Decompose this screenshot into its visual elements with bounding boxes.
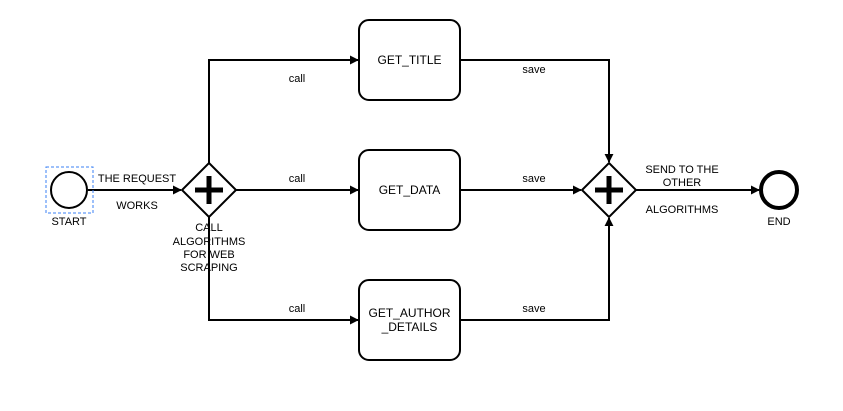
save-label-middle: save [522, 173, 545, 185]
parallel-split-gateway[interactable] [180, 161, 238, 219]
task-get-data[interactable] [358, 149, 461, 231]
request-label-line1: THE REQUEST [98, 173, 177, 185]
send-label-line3: ALGORITHMS [646, 204, 719, 216]
task-get-author-details-label-line2: _DETAILS [381, 320, 438, 334]
flow-author-to-join[interactable] [460, 217, 614, 321]
save-label-bottom: save [522, 303, 545, 315]
flow-split-to-title[interactable] [208, 55, 359, 163]
call-label-middle: call [289, 173, 306, 185]
task-get-author-details-label-line1: GET_AUTHOR [368, 306, 450, 320]
plus-icon [595, 176, 623, 204]
split-caption-line4: SCRAPING [180, 262, 237, 274]
end-label: END [767, 216, 790, 228]
end-event[interactable] [759, 170, 799, 210]
request-label-line2: WORKS [116, 200, 158, 212]
split-caption-line2: ALGORITHMS [173, 236, 246, 248]
split-caption-line3: FOR WEB [183, 249, 234, 261]
flow-split-to-author[interactable] [208, 217, 359, 325]
start-event-circle [50, 171, 88, 209]
task-get-title[interactable] [358, 19, 461, 101]
task-get-data-label: GET_DATA [379, 183, 441, 197]
call-label-bottom: call [289, 303, 306, 315]
parallel-join-gateway[interactable] [580, 161, 638, 219]
start-event-selection [45, 166, 94, 214]
task-get-title-label: GET_TITLE [377, 53, 441, 67]
call-label-top: call [289, 73, 306, 85]
save-label-top: save [522, 64, 545, 76]
start-event[interactable] [45, 166, 94, 214]
flow-title-to-join[interactable] [460, 59, 614, 163]
task-get-author-details[interactable] [358, 279, 461, 361]
split-caption-line1: CALL [195, 222, 223, 234]
send-label-line2: OTHER [663, 177, 702, 189]
send-label-line1: SEND TO THE [645, 164, 718, 176]
plus-icon [195, 176, 223, 204]
start-label: START [51, 216, 86, 228]
